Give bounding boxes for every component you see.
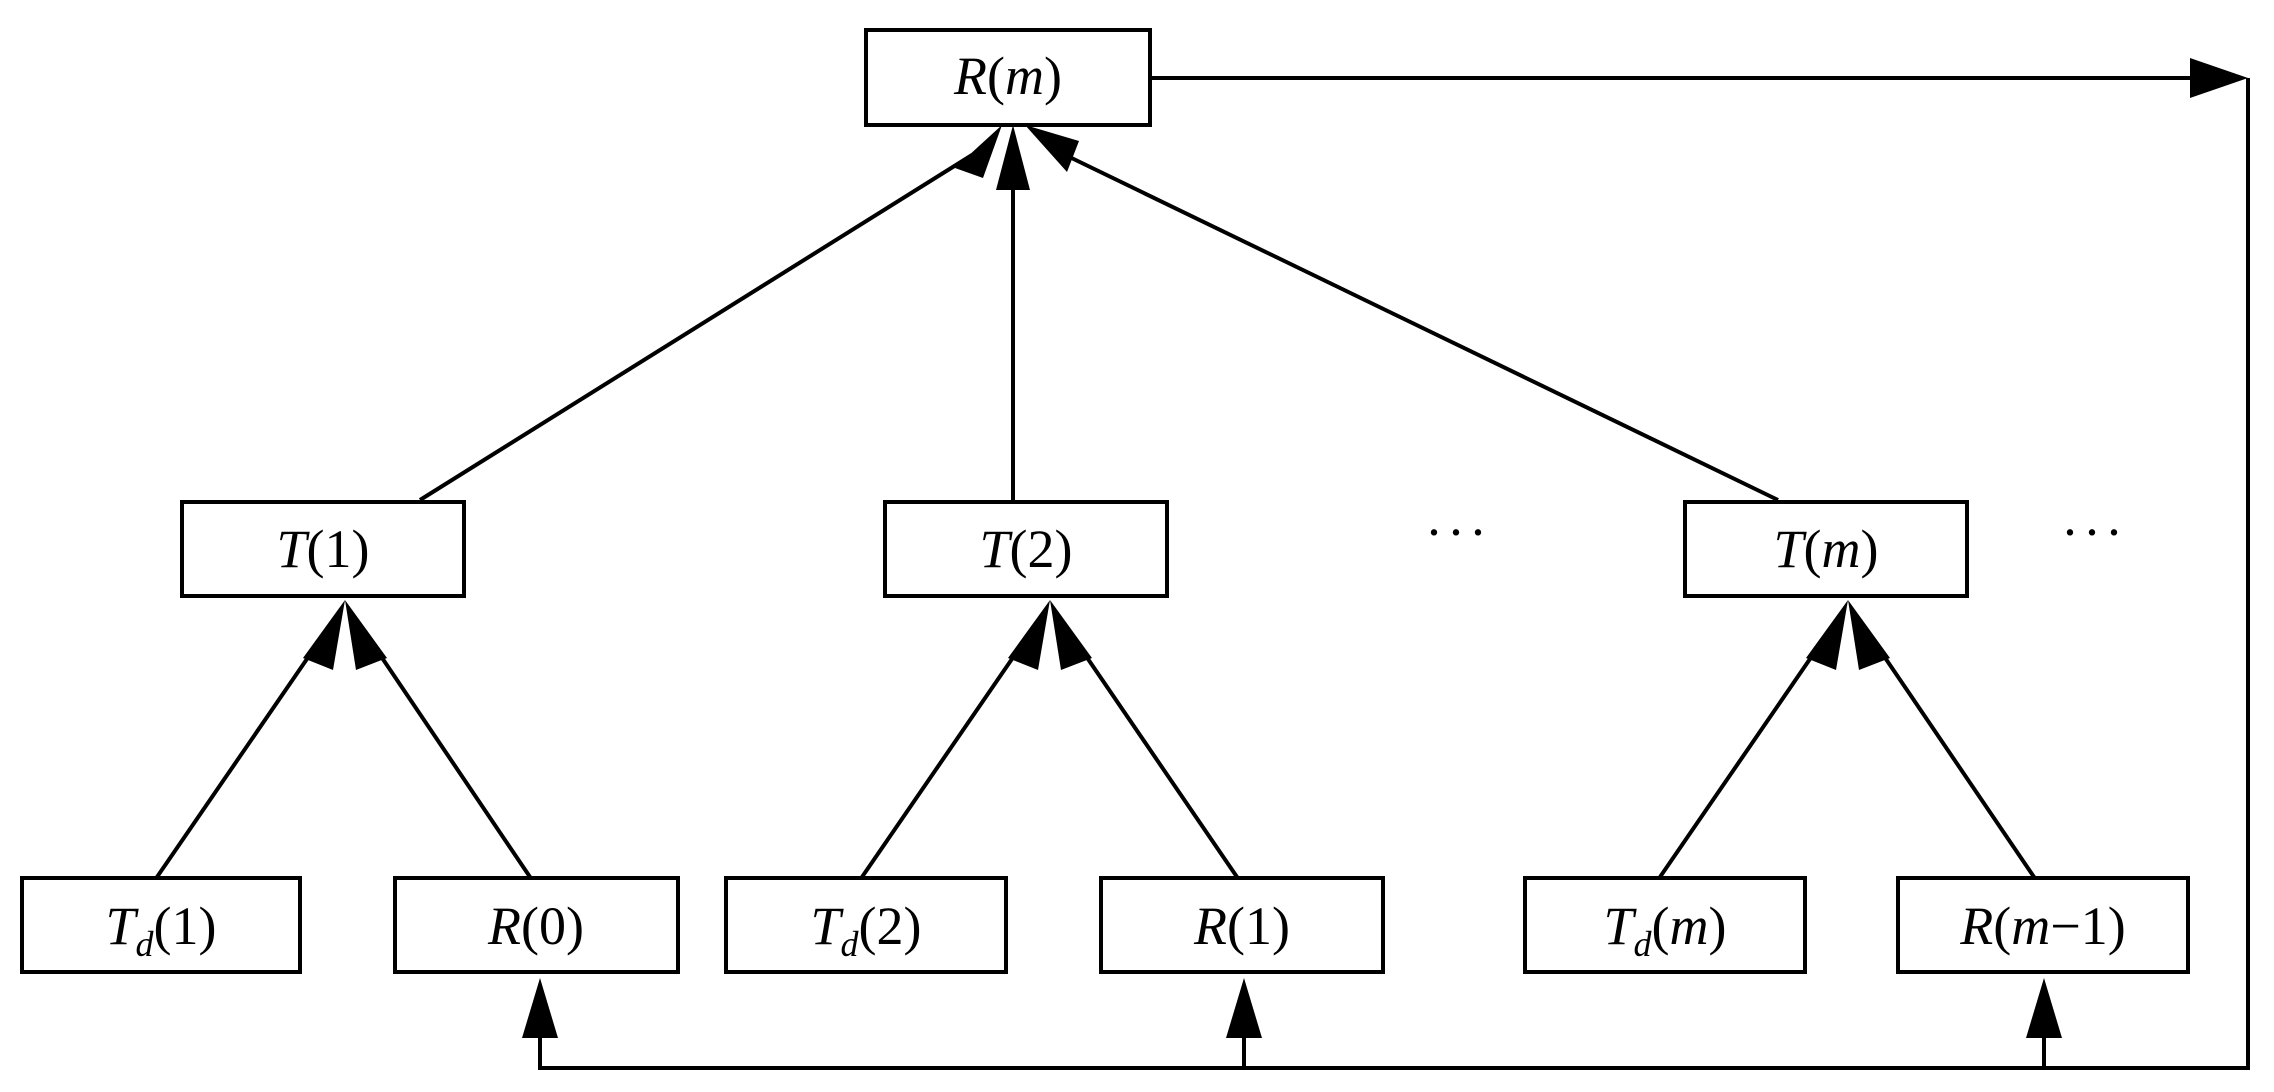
arrowhead-icon <box>1848 600 1890 670</box>
arrowhead-icon <box>1806 600 1848 670</box>
arrowhead-icon <box>345 600 387 670</box>
node-t-1: T(1) <box>180 500 466 598</box>
node-r-0: R(0) <box>393 876 680 974</box>
node-r-m-minus-1: R(m−1) <box>1896 876 2190 974</box>
node-label: R(0) <box>487 896 584 956</box>
node-td-1: Td(1) <box>20 876 302 974</box>
arrowhead-icon <box>955 125 1002 178</box>
node-label: Td(2) <box>810 896 921 964</box>
edge-t1-to-rm <box>418 153 974 502</box>
edge-td1-to-t1 <box>155 638 322 879</box>
node-label: T(1) <box>276 519 369 579</box>
arrowhead-icon <box>2190 58 2248 98</box>
edges <box>155 76 2250 1070</box>
node-t-m: T(m) <box>1683 500 1969 598</box>
edge-tdm-to-tm <box>1658 638 1825 879</box>
arrowhead-icon <box>1050 600 1092 670</box>
ellipsis-right: ··· <box>2061 502 2127 562</box>
node-td-m: Td(m) <box>1523 876 1807 974</box>
edge-tm-to-rm <box>1054 148 1779 502</box>
node-label: Td(1) <box>105 896 216 964</box>
node-r-1: R(1) <box>1099 876 1385 974</box>
node-td-2: Td(2) <box>724 876 1008 974</box>
feedback-bus <box>538 78 2250 1070</box>
arrowhead-icon <box>303 600 345 670</box>
edge-td2-to-t2 <box>860 638 1027 879</box>
edge-rm1-to-tm <box>1871 638 2036 879</box>
node-label: T(2) <box>979 519 1072 579</box>
arrowhead-icon <box>1025 125 1079 172</box>
arrowhead-icon <box>1008 600 1050 670</box>
node-label: T(m) <box>1773 519 1878 579</box>
arrowheads <box>303 58 2248 1038</box>
arrowhead-icon <box>996 125 1030 190</box>
arrowhead-icon <box>522 978 558 1038</box>
arrowhead-icon <box>1226 978 1262 1038</box>
node-r-m: R(m) <box>864 28 1152 127</box>
node-t-2: T(2) <box>883 500 1169 598</box>
edge-r1-to-t2 <box>1073 638 1239 879</box>
ellipsis-middle: ··· <box>1425 502 1491 562</box>
node-label: R(m−1) <box>1959 896 2125 956</box>
node-label: Td(m) <box>1603 896 1726 964</box>
node-label: R(m) <box>953 46 1062 106</box>
node-label: R(1) <box>1193 896 1290 956</box>
arrowhead-icon <box>2026 978 2062 1038</box>
edge-r0-to-t1 <box>368 638 532 879</box>
